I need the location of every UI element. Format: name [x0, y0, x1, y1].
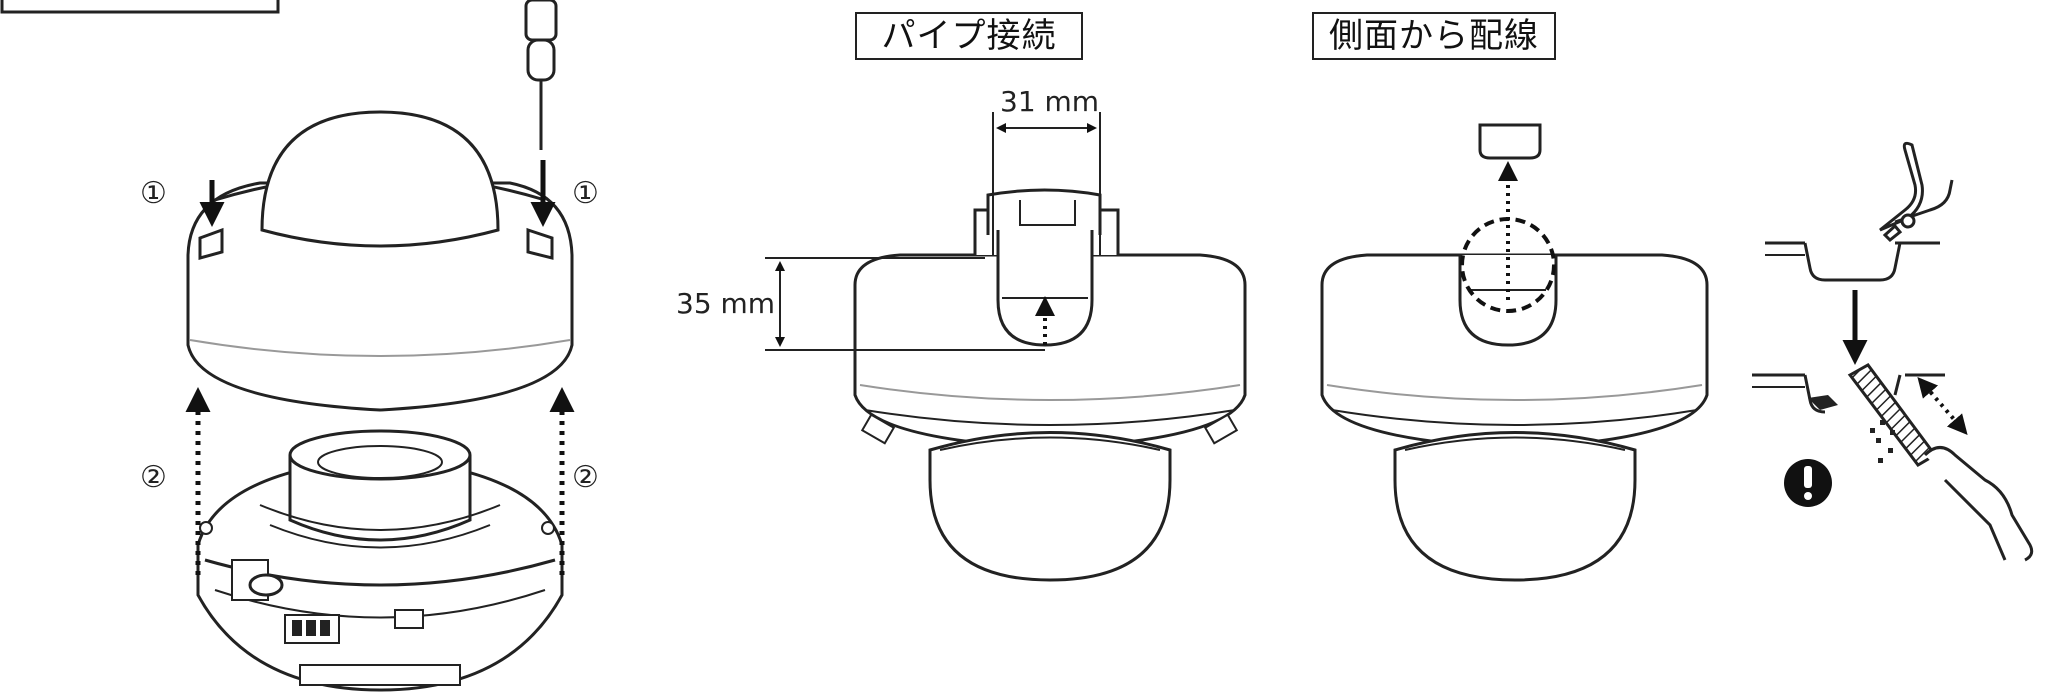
dimension-height	[765, 257, 1045, 351]
cut-detail	[1765, 241, 1940, 282]
exploded-camera	[186, 110, 574, 692]
filings	[1870, 420, 1895, 463]
camera-pipe	[853, 188, 1247, 582]
cover-body	[186, 181, 574, 412]
label-pipe-connection: パイプ接続	[855, 12, 1083, 60]
step-2-right: ②	[572, 460, 599, 495]
screwdriver-icon	[524, 0, 558, 150]
exclamation-icon	[1784, 459, 1832, 507]
step-2-left: ②	[140, 460, 167, 495]
dimension-height-text: 35 mm	[676, 287, 776, 320]
pliers-icon	[1879, 141, 1954, 243]
dimension-width-text: 31 mm	[1000, 85, 1100, 118]
camera-side	[1320, 123, 1709, 582]
hand-icon	[1923, 446, 2034, 562]
dome	[260, 110, 500, 248]
label-side-wiring: 側面から配線	[1312, 12, 1556, 60]
file-detail	[1752, 373, 1945, 414]
dimension-width	[992, 112, 1101, 255]
step-1-left: ①	[140, 176, 167, 211]
step-1-right: ①	[572, 176, 599, 211]
header-box-partial	[0, 0, 280, 14]
